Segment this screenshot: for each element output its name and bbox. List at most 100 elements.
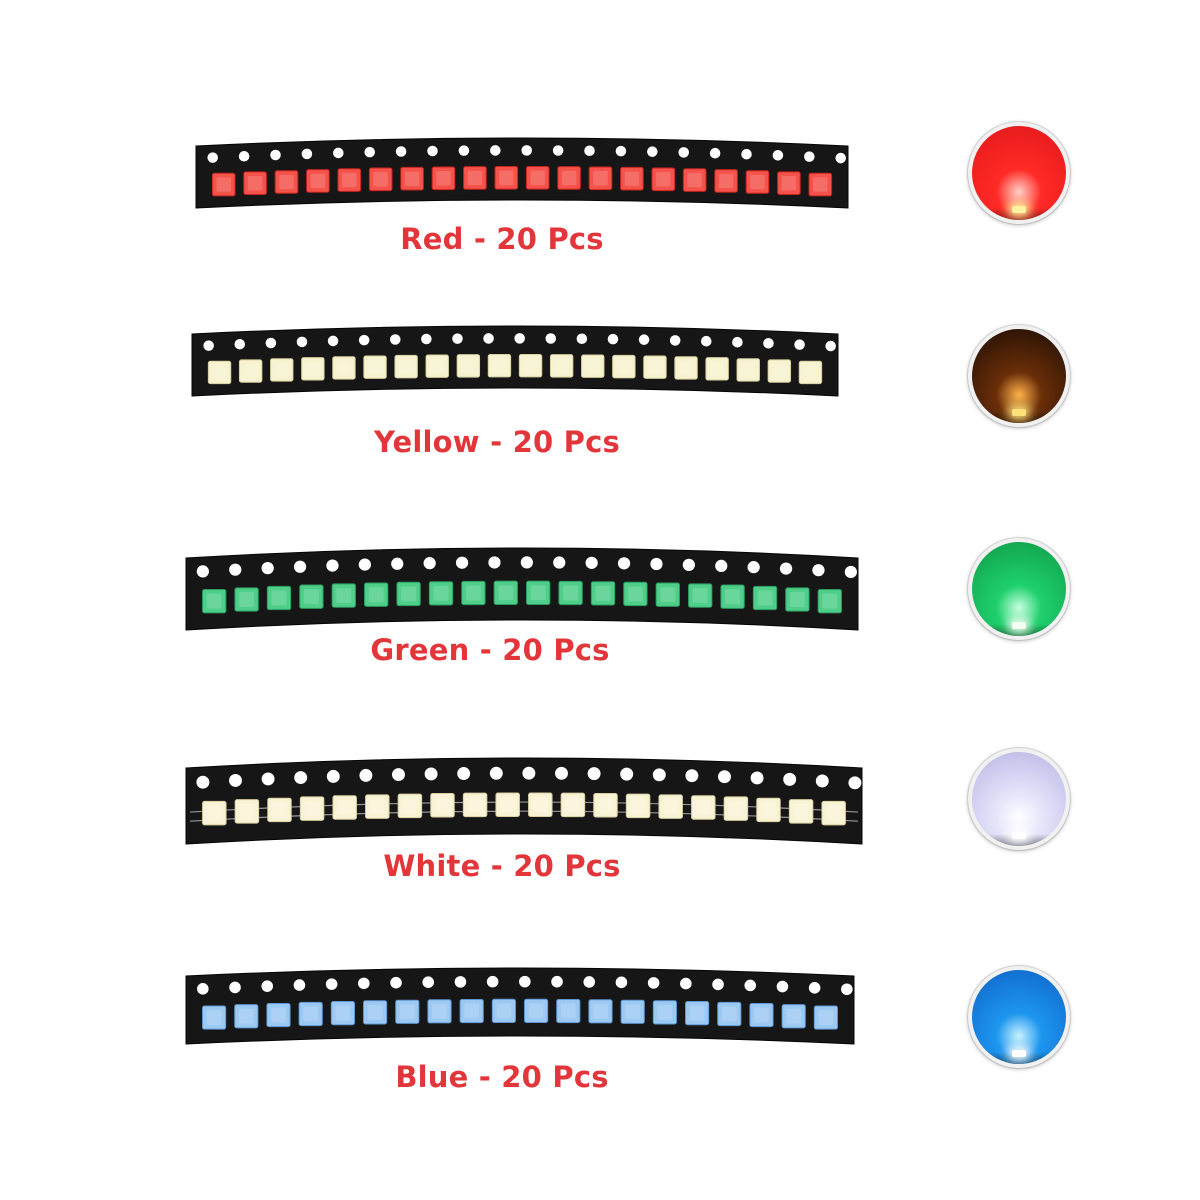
sprocket-hole	[747, 561, 760, 574]
smd-led	[270, 358, 294, 382]
smd-led	[525, 166, 550, 190]
smd-led	[234, 587, 259, 612]
smd-led	[651, 167, 676, 192]
sprocket-hole	[364, 146, 375, 158]
sprocket-hole	[750, 771, 764, 785]
sprocket-hole	[844, 565, 857, 579]
smd-led	[717, 1001, 742, 1027]
smd-led	[788, 799, 814, 824]
sprocket-hole	[325, 978, 338, 990]
smd-led-lens	[206, 1010, 222, 1026]
sprocket-hole	[709, 147, 721, 159]
sprocket-hole	[650, 557, 663, 571]
smd-led-lens	[593, 1003, 608, 1019]
sprocket-hole	[772, 150, 784, 161]
smd-led-lens	[565, 797, 581, 813]
smd-led	[593, 793, 618, 818]
sprocket-hole	[488, 556, 501, 569]
smd-led-lens	[304, 801, 320, 817]
sprocket-hole	[763, 338, 774, 349]
led-die	[1012, 1050, 1026, 1057]
strip-caption: White - 20 Pcs	[383, 849, 621, 883]
smd-led-lens	[657, 1004, 673, 1020]
smd-led	[427, 999, 452, 1024]
smd-led-lens	[401, 586, 417, 602]
smd-led	[494, 166, 519, 190]
sprocket-hole	[519, 975, 531, 988]
smd-led-lens	[247, 175, 263, 191]
led-base	[972, 624, 1066, 636]
smd-led	[363, 355, 387, 379]
smd-led	[430, 793, 455, 818]
strip-caption: Green - 20 Pcs	[370, 633, 610, 667]
strip-caption: Red - 20 Pcs	[400, 222, 604, 256]
smd-led	[395, 999, 420, 1024]
led-base	[972, 1052, 1066, 1064]
smd-led	[337, 168, 362, 192]
led-tape-strip	[191, 325, 839, 397]
smd-led	[431, 166, 456, 191]
smd-led	[394, 354, 418, 379]
sprocket-hole	[794, 339, 805, 350]
sprocket-hole	[421, 333, 432, 345]
sprocket-hole	[841, 983, 853, 996]
smd-led	[331, 583, 356, 608]
smd-led	[623, 581, 648, 607]
smd-led-lens	[496, 1003, 512, 1019]
sprocket-hole	[486, 975, 499, 988]
sprocket-hole	[234, 338, 246, 350]
smd-led-lens	[500, 797, 516, 813]
sprocket-hole	[454, 976, 467, 988]
smd-led-lens	[561, 170, 577, 186]
smd-led-lens	[530, 585, 546, 601]
sprocket-hole	[522, 766, 536, 780]
led-base	[972, 411, 1066, 423]
smd-led	[777, 171, 801, 195]
smd-led	[211, 172, 236, 197]
led-glow	[972, 542, 1066, 636]
smd-led-lens	[243, 363, 258, 379]
sprocket-hole	[358, 558, 371, 571]
sprocket-hole	[718, 770, 731, 784]
smd-led-lens	[616, 359, 632, 374]
smd-led	[306, 169, 330, 193]
smd-led	[491, 998, 516, 1023]
sprocket-hole	[358, 334, 370, 346]
smd-led-lens	[624, 171, 640, 186]
sprocket-hole	[392, 768, 405, 782]
smd-led-lens	[398, 359, 414, 374]
smd-led-lens	[467, 170, 483, 186]
sprocket-hole	[615, 976, 628, 989]
smd-led	[682, 168, 707, 192]
smd-led-lens	[593, 171, 608, 186]
smd-led	[558, 580, 583, 606]
smd-led-lens	[728, 801, 744, 817]
smd-led-lens	[206, 805, 222, 821]
sprocket-hole	[712, 978, 724, 991]
smd-led-lens	[595, 585, 611, 601]
sprocket-hole	[294, 771, 308, 785]
smd-led-lens	[750, 174, 765, 190]
smd-led-lens	[663, 799, 679, 815]
smd-led	[714, 169, 738, 193]
sprocket-hole	[514, 333, 525, 344]
smd-led	[528, 792, 553, 817]
sprocket-hole	[293, 560, 307, 573]
sprocket-hole	[520, 556, 533, 569]
smd-led	[808, 172, 833, 197]
lit-led-preview	[968, 538, 1070, 640]
smd-led-lens	[206, 593, 222, 609]
lit-led-preview	[968, 122, 1070, 224]
smd-led-lens	[757, 590, 773, 606]
smd-led-lens	[212, 365, 227, 380]
smd-led-lens	[532, 797, 548, 813]
sprocket-hole	[390, 976, 402, 989]
smd-led	[363, 1000, 388, 1025]
sprocket-hole	[715, 559, 728, 573]
sprocket-hole	[741, 148, 752, 160]
smd-led-lens	[554, 358, 569, 374]
sprocket-hole	[607, 333, 619, 345]
